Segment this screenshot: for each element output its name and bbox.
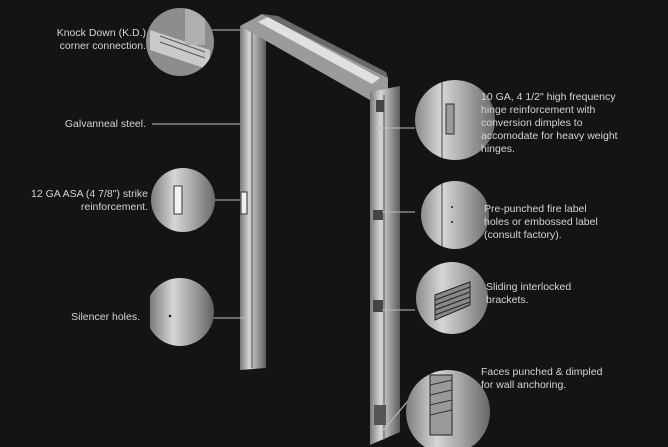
- callout-fire-label: Pre-punched fire label holes or embossed…: [484, 203, 598, 241]
- detail-kd-corner: [146, 8, 214, 76]
- detail-silencer: [150, 278, 214, 346]
- callout-brackets: Sliding interlocked brackets.: [486, 281, 572, 306]
- frame-head: [240, 14, 388, 100]
- detail-brackets: [416, 262, 488, 334]
- callout-strike: 12 GA ASA (4 7/8") strike reinforcement.: [31, 188, 148, 213]
- callout-kd-corner: Knock Down (K.D.) corner connection.: [56, 27, 146, 52]
- callout-galvanneal: Galvanneal steel.: [64, 118, 146, 130]
- frame-left-jamb: [240, 22, 266, 370]
- callout-anchoring: Faces punched & dimpled for wall anchori…: [481, 366, 603, 391]
- callout-silencer: Silencer holes.: [71, 311, 140, 323]
- callout-hinge: 10 GA, 4 1/2" high frequency hinge reinf…: [481, 91, 618, 155]
- detail-strike: [151, 168, 215, 232]
- detail-anchoring: [406, 370, 490, 447]
- frame-right-jamb: [370, 86, 400, 445]
- detail-fire-label: [421, 181, 489, 249]
- detail-hinge: [415, 80, 495, 160]
